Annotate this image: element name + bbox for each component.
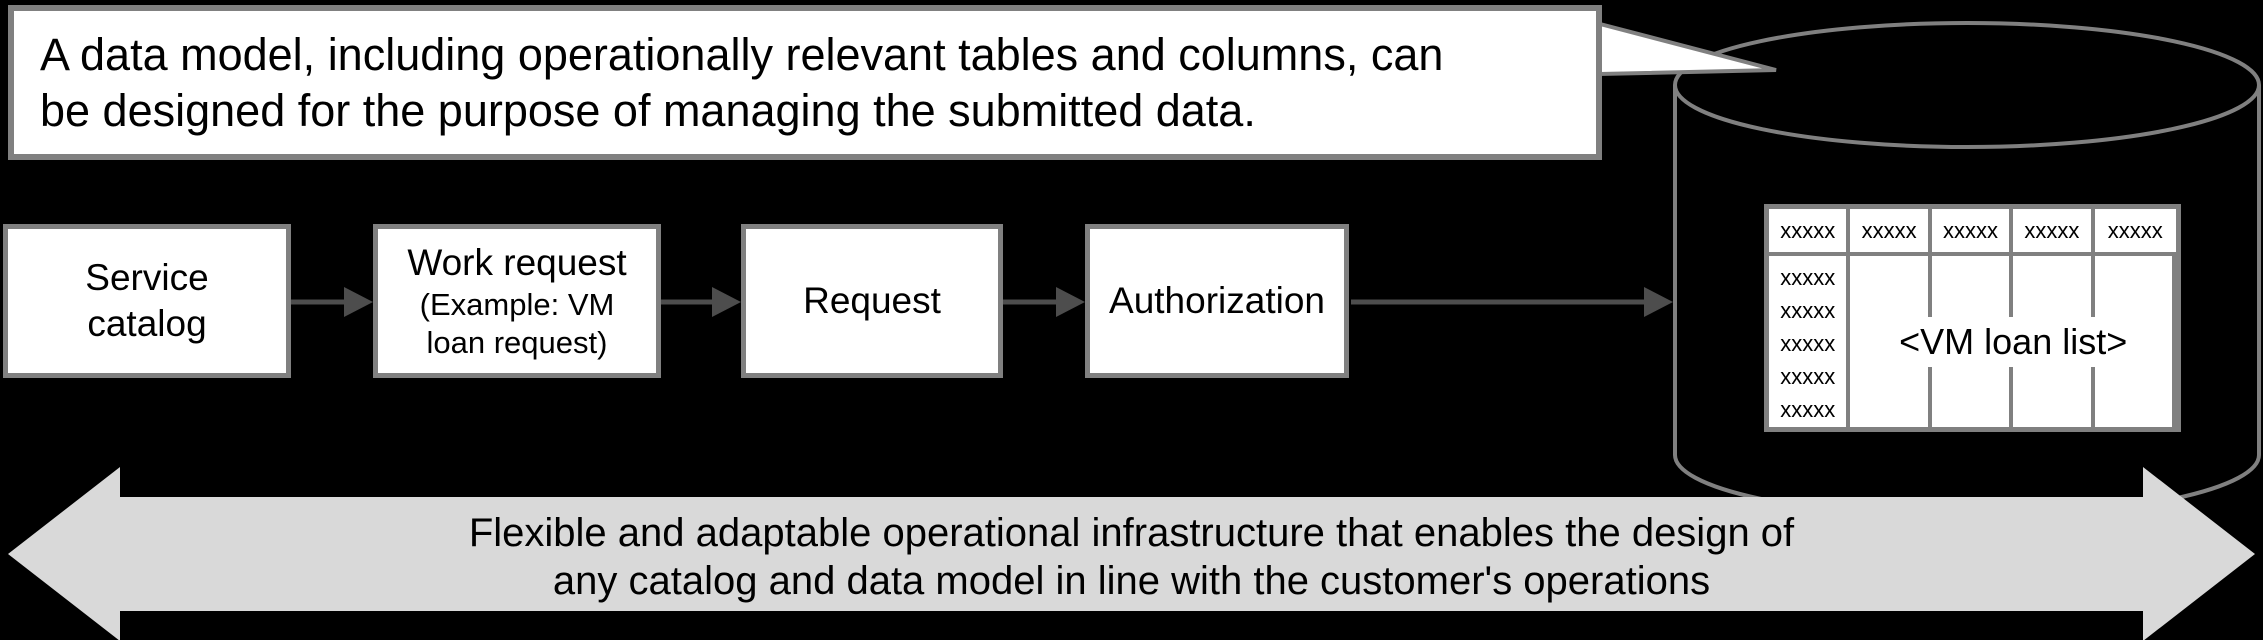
arrowhead-icon — [712, 287, 741, 317]
authorization-label: Authorization — [1109, 280, 1325, 321]
data-model-table: xxxxx xxxxx xxxxx xxxxx xxxxx xxxxx xxxx… — [1764, 204, 2181, 432]
table-header-cell: xxxxx — [1769, 209, 1851, 256]
flow-box-work-request: Work request (Example: VM loan request) — [373, 224, 661, 378]
service-catalog-label-line2: catalog — [87, 303, 207, 344]
table-row-cell: xxxxx — [1780, 364, 1836, 389]
table-body-label-wrap: <VM loan list> — [1850, 256, 2176, 427]
database-cylinder — [1673, 21, 2261, 519]
flow-arrow-1 — [291, 287, 373, 317]
flow-arrow-3 — [1003, 287, 1085, 317]
flow-box-request: Request — [741, 224, 1003, 378]
table-body-cell — [2095, 256, 2176, 427]
cylinder-top-ellipse — [1673, 21, 2261, 149]
arrowhead-icon — [344, 287, 373, 317]
arrowhead-icon — [1056, 287, 1085, 317]
banner-text-line2: any catalog and data model in line with … — [552, 559, 1711, 603]
callout-text-line2: be designed for the purpose of managing … — [40, 85, 1256, 136]
flow-box-service-catalog: Service catalog — [3, 224, 291, 378]
table-header-cell: xxxxx — [2094, 209, 2176, 256]
table-row-cell: xxxxx — [1780, 298, 1836, 323]
table-row-cell: xxxxx — [1780, 265, 1836, 290]
callout-bubble: A data model, including operationally re… — [8, 5, 1602, 160]
table-header-cell: xxxxx — [1931, 209, 2014, 256]
table-first-column: xxxxx xxxxx xxxxx xxxxx xxxxx — [1769, 256, 1851, 427]
table-header-cell: xxxxx — [1850, 209, 1932, 256]
vm-loan-list-label: <VM loan list> — [1889, 316, 2138, 367]
flow-box-authorization: Authorization — [1085, 224, 1349, 378]
table-header-row: xxxxx xxxxx xxxxx xxxxx xxxxx — [1769, 209, 2176, 256]
flow-arrow-4 — [1351, 287, 1673, 317]
work-request-example-line1: (Example: VM — [419, 287, 615, 322]
work-request-label: Work request — [407, 242, 627, 283]
table-body: xxxxx xxxxx xxxxx xxxxx xxxxx <VM loan l… — [1769, 256, 2176, 427]
request-label: Request — [803, 280, 941, 321]
table-row-cell: xxxxx — [1780, 331, 1836, 356]
arrowhead-icon — [1644, 287, 1673, 317]
table-header-cell: xxxxx — [2013, 209, 2095, 256]
table-row-cell: xxxxx — [1780, 397, 1836, 422]
work-request-example-line2: loan request) — [426, 325, 608, 360]
banner-text-line1: Flexible and adaptable operational infra… — [468, 511, 1795, 555]
flow-arrow-2 — [661, 287, 741, 317]
service-catalog-label-line1: Service — [85, 257, 209, 298]
callout-text-line1: A data model, including operationally re… — [40, 29, 1444, 80]
